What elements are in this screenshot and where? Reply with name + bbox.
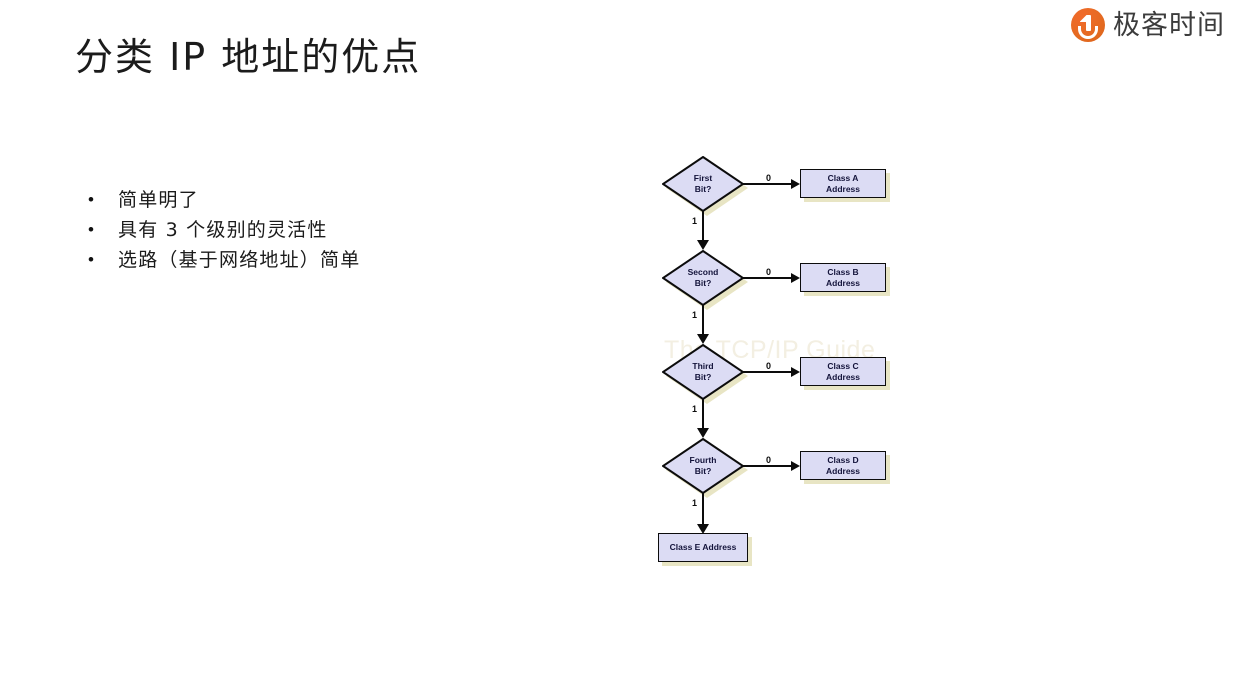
result-node-class-a: Class A Address [800,169,890,202]
node-label-line1: Third [692,361,714,371]
node-label: Fourth Bit? [662,438,744,494]
bullet-marker-icon: • [88,220,94,239]
result-node-class-e: Class E Address [658,533,752,566]
arrowhead-down-icon [696,240,709,250]
arrowhead-down-icon [696,428,709,438]
node-label-line2: Address [825,277,860,288]
node-label-line2: Address [825,183,860,194]
edge-label-third-zero: 0 [766,361,772,371]
result-node-class-c: Class C Address [800,357,890,390]
arrowhead-right-icon [791,272,800,283]
node-label-line1: Class A [827,172,859,183]
node-label-line2: Address [825,465,860,476]
edge-fourth-to-class-e [702,493,704,525]
node-label: Third Bit? [662,344,744,400]
node-face: Class D Address [800,451,886,480]
edge-first-to-second [702,211,704,241]
bullet-marker-icon: • [88,250,94,269]
arrowhead-right-icon [791,460,800,471]
bullet-text: 简单明了 [118,189,199,211]
bullet-text: 选路（基于网络地址）简单 [118,249,361,271]
node-label-line1: Second [687,267,719,277]
node-label-line2: Bit? [694,466,712,476]
node-label-line1: Class C [827,360,859,371]
edge-label-first-one: 1 [692,216,698,226]
bullet-marker-icon: • [88,190,94,209]
node-label-line2: Bit? [694,278,712,288]
page-title: 分类 IP 地址的优点 [75,35,422,79]
list-item: • 选路（基于网络地址）简单 [88,246,360,276]
node-label-line1: Class E Address [669,542,737,552]
node-face: Class C Address [800,357,886,386]
logo-flag-shape [1079,15,1087,22]
arrowhead-right-icon [791,178,800,189]
edge-label-third-one: 1 [692,404,698,414]
edge-label-fourth-zero: 0 [766,455,772,465]
arrowhead-down-icon [696,524,709,534]
edge-second-to-third [702,305,704,335]
geektime-logo-icon [1071,8,1105,42]
decision-node-first-bit: First Bit? [662,156,748,216]
node-label-line1: Fourth [689,455,717,465]
bullet-list: • 简单明了 • 具有 3 个级别的灵活性 • 选路（基于网络地址）简单 [88,186,360,276]
node-label-line1: Class B [827,266,859,277]
edge-label-second-one: 1 [692,310,698,320]
list-item: • 简单明了 [88,186,360,216]
node-label-line1: First [693,173,713,183]
edge-label-second-zero: 0 [766,267,772,277]
edge-second-to-class-b [743,277,791,279]
brand-name: 极客时间 [1113,9,1225,41]
logo-stem-shape [1085,15,1091,31]
decision-node-third-bit: Third Bit? [662,344,748,404]
edge-label-fourth-one: 1 [692,498,698,508]
decision-node-fourth-bit: Fourth Bit? [662,438,748,498]
arrowhead-right-icon [791,366,800,377]
node-face: Class B Address [800,263,886,292]
brand-logo: 极客时间 [1071,8,1225,42]
ip-class-flowchart: The TCP/IP Guide First Bit? 0 Class A Ad… [640,140,940,590]
decision-node-second-bit: Second Bit? [662,250,748,310]
logo-cup-shape [1078,26,1098,39]
node-label-line1: Class D [827,454,859,465]
node-label-line2: Address [825,371,860,382]
edge-third-to-fourth [702,399,704,429]
node-label: Second Bit? [662,250,744,306]
edge-third-to-class-c [743,371,791,373]
edge-label-first-zero: 0 [766,173,772,183]
node-face: Class A Address [800,169,886,198]
result-node-class-b: Class B Address [800,263,890,296]
node-label: First Bit? [662,156,744,212]
node-label-line2: Bit? [694,372,712,382]
arrowhead-down-icon [696,334,709,344]
edge-first-to-class-a [743,183,791,185]
list-item: • 具有 3 个级别的灵活性 [88,216,360,246]
node-label-line2: Bit? [694,184,712,194]
bullet-text: 具有 3 个级别的灵活性 [118,219,328,241]
node-face: Class E Address [658,533,748,562]
edge-fourth-to-class-d [743,465,791,467]
result-node-class-d: Class D Address [800,451,890,484]
